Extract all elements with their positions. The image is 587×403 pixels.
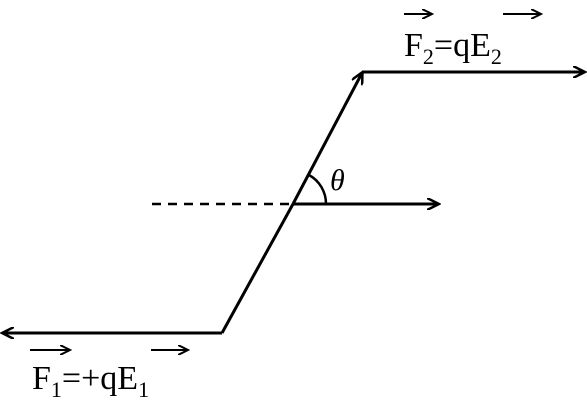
f2-force-symbol: F	[404, 27, 423, 64]
f2-field-symbol: E	[470, 27, 491, 64]
f1-force-symbol: F	[32, 360, 51, 397]
dipole-lower-segment	[220, 203, 295, 334]
f1-field-symbol: E	[117, 360, 138, 397]
f1-force-subscript: 1	[51, 377, 62, 402]
f2-equals: =	[434, 27, 453, 64]
svg-text:F1=+qE1: F1=+qE1	[32, 360, 149, 402]
svg-text:F2=qE2: F2=qE2	[404, 27, 502, 69]
f2-force-subscript: 2	[423, 44, 434, 69]
f2-label: F2=qE2	[404, 14, 541, 69]
angle-theta-label: θ	[330, 164, 345, 197]
f1-charge: +q	[81, 360, 117, 397]
dipole-upper-arrow	[291, 73, 362, 205]
f1-field-subscript: 1	[138, 377, 149, 402]
angle-arc	[308, 173, 328, 205]
f2-charge: q	[453, 27, 470, 64]
f2-field-subscript: 2	[491, 44, 502, 69]
f1-label: F1=+qE1	[30, 350, 188, 402]
f1-equals: =	[62, 360, 81, 397]
